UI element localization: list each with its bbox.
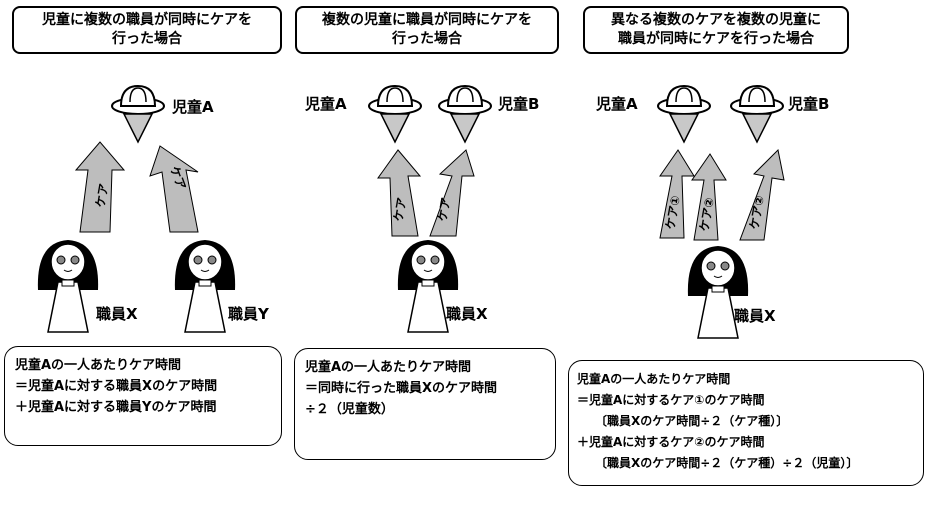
child-a-figure (657, 84, 711, 144)
care-arrow-1 (659, 149, 695, 239)
child-a-figure (368, 84, 422, 144)
care-arrow-3-label: ケア② (747, 194, 767, 230)
care-arrow-2-label: ケア② (697, 196, 717, 232)
care-arrow-3 (739, 148, 785, 241)
staff-y-figure (174, 240, 236, 333)
panel-2-formula: 児童Aの一人あたりケア時間 ＝同時に行った職員Xのケア時間 ÷２（児童数） (294, 348, 556, 460)
staff-x-figure (397, 240, 459, 333)
child-b-label: 児童B (788, 95, 830, 113)
child-a-label: 児童A (596, 95, 638, 113)
care-arrow-2-label: ケア (435, 196, 453, 222)
staff-x-label: 職員X (446, 305, 488, 323)
child-b-figure (438, 84, 492, 144)
staff-x-figure (37, 240, 99, 333)
panel-3-formula: 児童Aの一人あたりケア時間 ＝児童Aに対するケア①のケア時間 〔職員Xのケア時間… (568, 360, 924, 486)
care-arrow-2 (429, 149, 475, 237)
child-a-label: 児童A (172, 98, 214, 116)
care-arrow-1-label: ケア (93, 182, 111, 208)
panel-2-title: 複数の児童に職員が同時にケアを 行った場合 (295, 6, 559, 54)
staff-x-label: 職員X (96, 305, 138, 323)
child-a-figure (111, 84, 165, 144)
care-arrow-1-label: ケア① (663, 194, 683, 230)
care-arrow-1 (377, 149, 422, 237)
care-arrow-1 (74, 141, 126, 233)
panel-1-formula: 児童Aの一人あたりケア時間 ＝児童Aに対する職員Xのケア時間 ＋児童Aに対する職… (4, 346, 282, 446)
staff-y-label: 職員Y (228, 305, 269, 323)
panel-1-title: 児童に複数の職員が同時にケアを 行った場合 (12, 6, 282, 54)
care-arrow-2 (691, 153, 727, 241)
staff-x-label: 職員X (734, 307, 776, 325)
child-b-label: 児童B (498, 95, 540, 113)
care-arrow-1-label: ケア (391, 196, 409, 222)
care-arrow-2 (149, 145, 199, 233)
staff-x-figure (687, 246, 749, 339)
child-b-figure (730, 84, 784, 144)
panel-3-title: 異なる複数のケアを複数の児童に 職員が同時にケアを行った場合 (583, 6, 849, 54)
child-a-label: 児童A (305, 95, 347, 113)
